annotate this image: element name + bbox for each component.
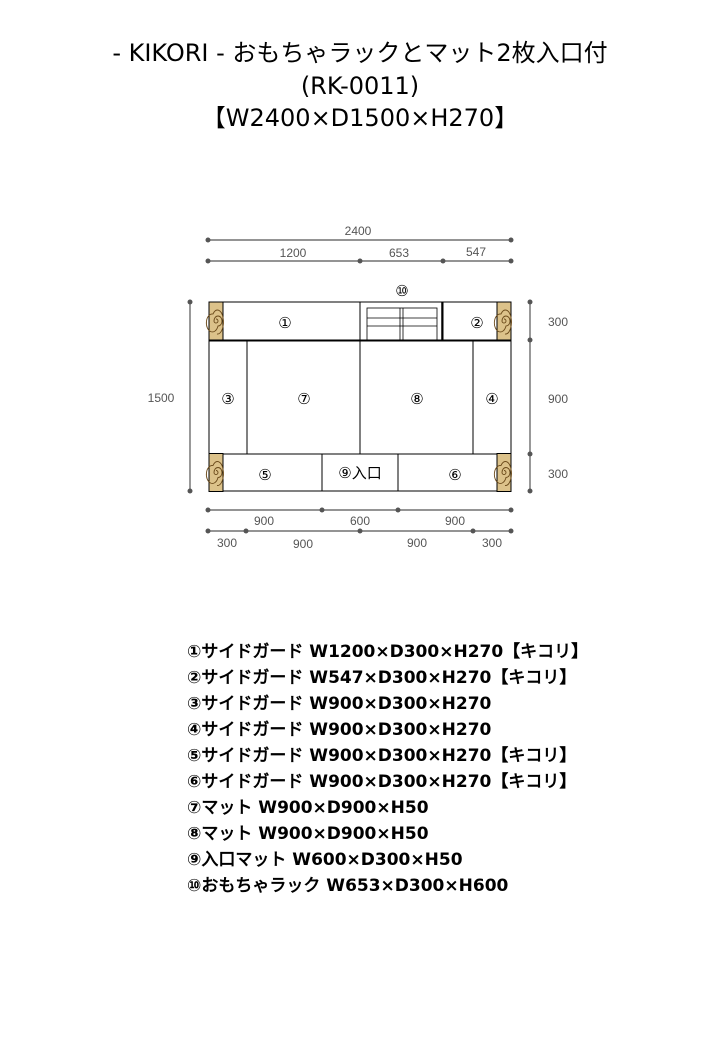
wood-corner-icon bbox=[205, 453, 224, 492]
list-item: ⑤サイドガード W900×D300×H270【キコリ】 bbox=[187, 746, 577, 766]
dim-bottom-row2-c: 900 bbox=[407, 536, 427, 550]
wood-corner-icon bbox=[493, 301, 512, 341]
wood-corner-icon bbox=[205, 301, 224, 341]
list-item: ①サイドガード W1200×D300×H270【キコリ】 bbox=[187, 642, 589, 662]
label-piece-2: ② bbox=[470, 314, 483, 332]
dim-bottom-row1-c: 900 bbox=[445, 514, 465, 528]
dim-right-middle: 900 bbox=[548, 392, 568, 406]
label-piece-10: ⑩ bbox=[395, 282, 408, 300]
dim-left-total: 1500 bbox=[148, 391, 175, 405]
dim-right-top: 300 bbox=[548, 315, 568, 329]
dim-bottom-row2-a: 300 bbox=[217, 536, 237, 550]
piece-3-side-guard bbox=[208, 340, 248, 455]
label-piece-1: ① bbox=[278, 314, 291, 332]
label-piece-7: ⑦ bbox=[297, 390, 310, 408]
piece-9-entrance-mat bbox=[321, 453, 399, 492]
list-item: ③サイドガード W900×D300×H270 bbox=[187, 694, 492, 714]
dim-top-547: 547 bbox=[466, 245, 486, 259]
dim-right-bottom: 300 bbox=[548, 467, 568, 481]
list-item: ⑥サイドガード W900×D300×H270【キコリ】 bbox=[187, 772, 577, 792]
list-item: ④サイドガード W900×D300×H270 bbox=[187, 720, 492, 740]
piece-1-side-guard bbox=[208, 301, 361, 341]
dimension-lines bbox=[187, 237, 533, 534]
label-piece-9: ⑨入口 bbox=[338, 464, 381, 482]
dim-bottom-row1-a: 900 bbox=[254, 514, 274, 528]
dim-bottom-row1-b: 600 bbox=[350, 514, 370, 528]
title-dimensions: 【W2400×D1500×H270】 bbox=[201, 104, 519, 132]
label-piece-8: ⑧ bbox=[410, 390, 423, 408]
label-piece-3: ③ bbox=[221, 390, 234, 408]
parts-list: ①サイドガード W1200×D300×H270【キコリ】 ②サイドガード W54… bbox=[187, 639, 588, 899]
list-item: ⑧マット W900×D900×H50 bbox=[187, 824, 429, 844]
layout-diagram: 2400 1200 653 547 1500 300 900 300 900 6… bbox=[148, 224, 569, 551]
list-item: ⑦マット W900×D900×H50 bbox=[187, 798, 429, 818]
label-piece-6: ⑥ bbox=[448, 466, 461, 484]
list-item: ⑨入口マット W600×D300×H50 bbox=[187, 850, 463, 870]
dim-top-653: 653 bbox=[389, 246, 409, 260]
dim-top-1200: 1200 bbox=[280, 246, 307, 260]
dim-bottom-row2-b: 900 bbox=[293, 537, 313, 551]
list-item: ⑩おもちゃラック W653×D300×H600 bbox=[187, 876, 509, 896]
piece-8-mat bbox=[359, 340, 474, 455]
wood-corner-icon bbox=[493, 453, 512, 492]
label-piece-4: ④ bbox=[485, 390, 498, 408]
piece-6-side-guard bbox=[397, 453, 512, 492]
title-model-number: (RK-0011) bbox=[300, 72, 420, 100]
dim-top-total: 2400 bbox=[345, 224, 372, 238]
dim-bottom-row2-d: 300 bbox=[482, 536, 502, 550]
toy-rack-shelves-icon bbox=[366, 307, 438, 341]
piece-4-side-guard bbox=[472, 340, 512, 455]
title-line-1: - KIKORI - おもちゃラックとマット2枚入口付 bbox=[112, 39, 608, 67]
label-piece-5: ⑤ bbox=[258, 466, 271, 484]
list-item: ②サイドガード W547×D300×H270【キコリ】 bbox=[187, 668, 577, 688]
